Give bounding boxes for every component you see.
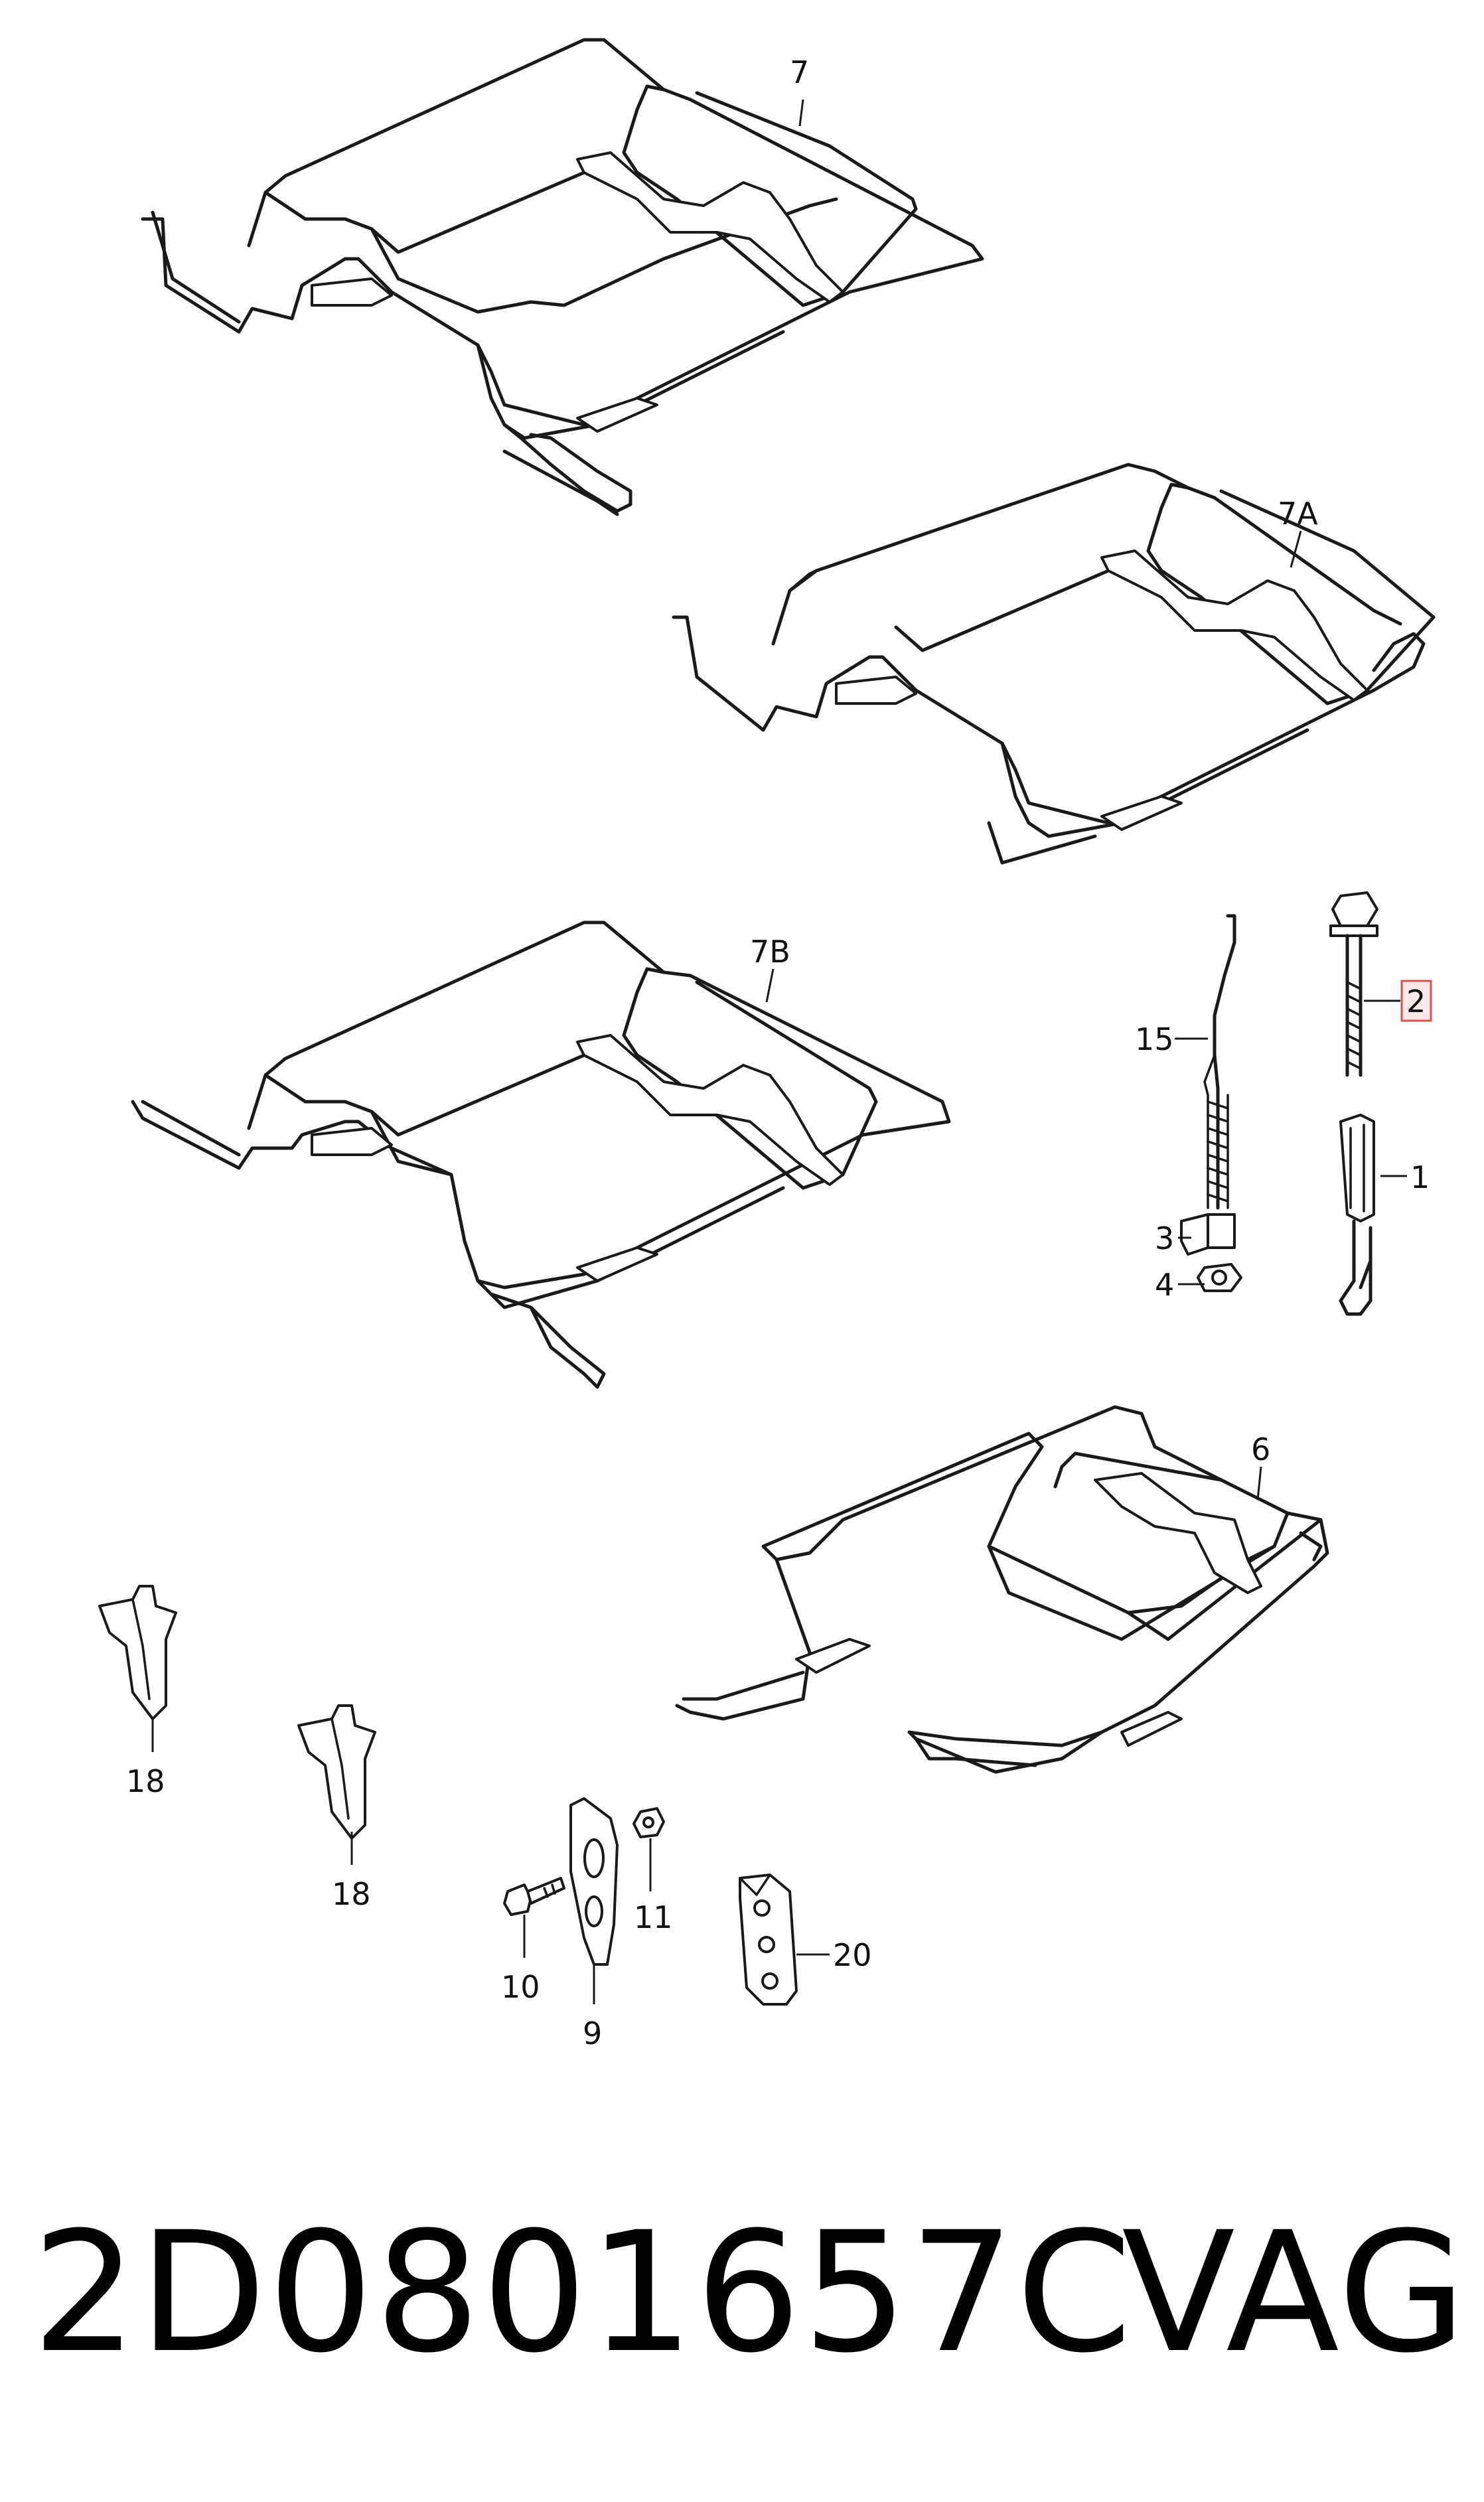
callout-7: 7: [790, 54, 809, 90]
part-2-bolt: [1329, 891, 1378, 1077]
part-20-pad: [739, 1874, 798, 2006]
callout-18-b: 18: [332, 1876, 371, 1912]
part-11-nut: [632, 1807, 665, 1838]
footer: 2D0801657C VAG: [0, 2190, 1484, 2389]
callout-2-highlight: [1400, 980, 1432, 1022]
part-3-clip: [1180, 1213, 1236, 1256]
callout-18-a: 18: [126, 1763, 165, 1799]
callout-1: 1: [1410, 1159, 1430, 1195]
part-9-bracket: [569, 1797, 619, 1966]
callout-11: 11: [634, 1899, 673, 1935]
part-10-bolt: [503, 1877, 565, 1916]
part-15-rod: [1203, 914, 1236, 1210]
callout-10: 10: [501, 1969, 540, 2005]
callout-7a: 7A: [1278, 496, 1318, 532]
callout-2: 2: [1406, 984, 1426, 1019]
callout-7b: 7B: [750, 934, 790, 970]
callout-9: 9: [583, 2016, 602, 2051]
part-1-hook: [1339, 1114, 1375, 1316]
part-18-clip-b: [297, 1704, 376, 1840]
seat-frame-6: [675, 1405, 1329, 1774]
brand-name: VAG: [1122, 2196, 1468, 2389]
callout-3: 3: [1155, 1220, 1174, 1256]
callout-15: 15: [1135, 1021, 1174, 1057]
callout-6: 6: [1251, 1432, 1270, 1467]
seat-frame-7b: [131, 920, 951, 1389]
leader-lines: [151, 99, 1407, 2004]
part-4-nut: [1197, 1263, 1242, 1292]
part-18-clip-a: [98, 1585, 177, 1720]
part-number: 2D0801657C: [32, 2196, 1134, 2389]
callout-4: 4: [1155, 1267, 1174, 1303]
seat-frame-7: [141, 38, 984, 516]
callout-20: 20: [833, 1937, 872, 1973]
seat-frame-7a: [672, 463, 1436, 865]
callout-labels: 7 7A 7B 15 2 1 3 4 6 18 18 11 10 9 20: [126, 54, 1430, 2051]
